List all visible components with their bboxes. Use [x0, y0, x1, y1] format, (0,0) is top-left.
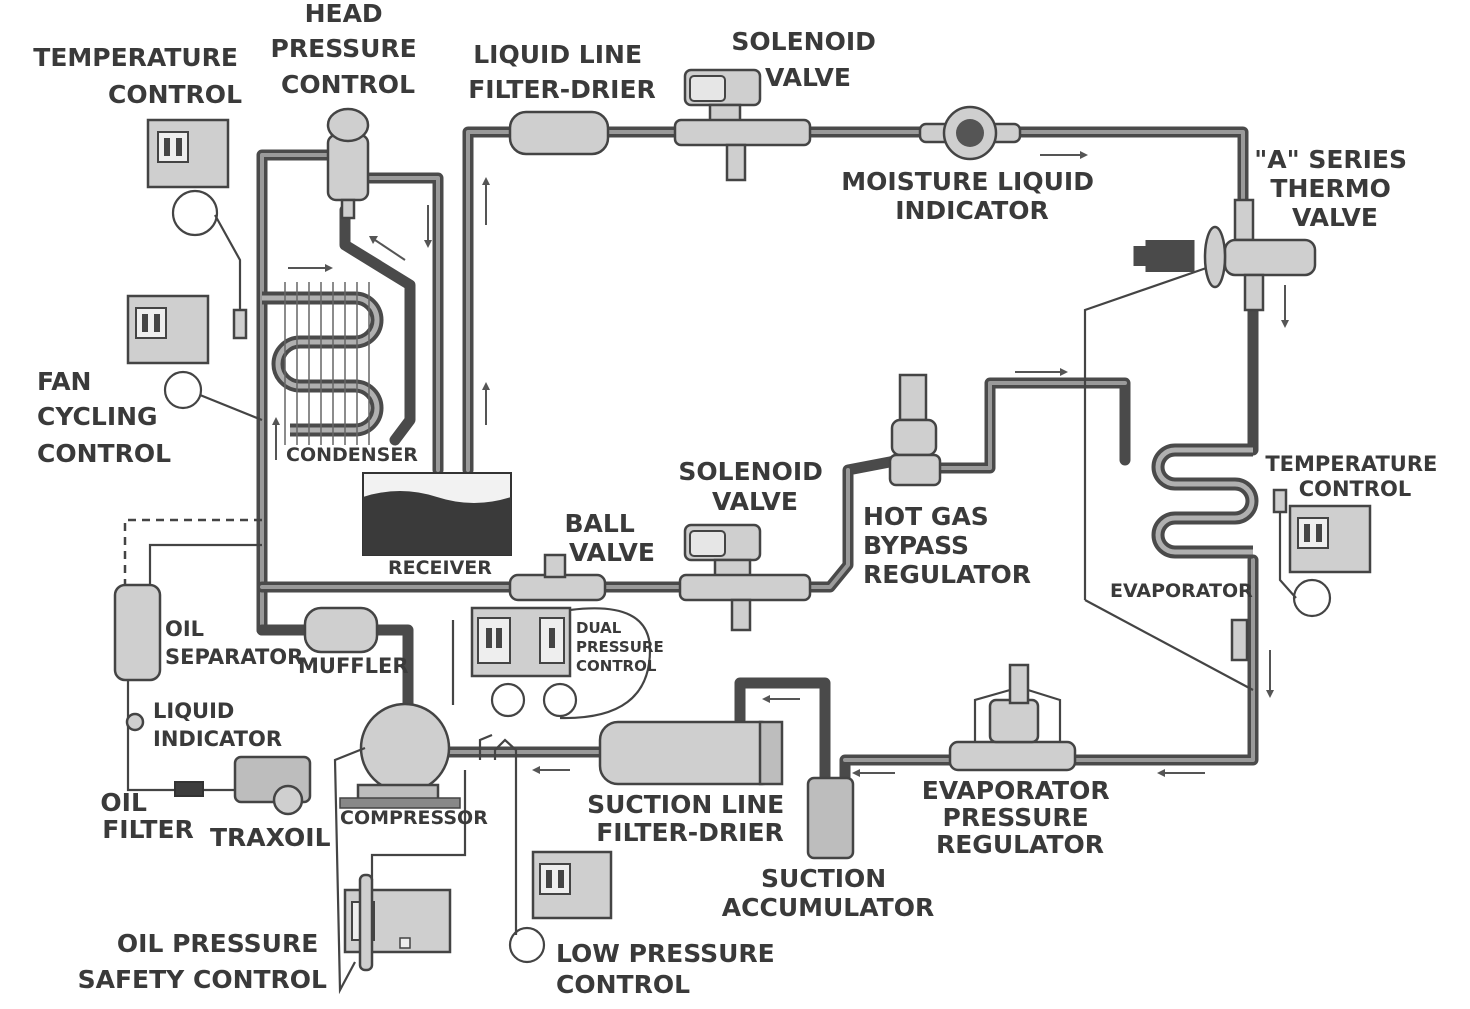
receiver-tank [362, 472, 512, 556]
label-evaporator-pressure-regulator: EVAPORATOR PRESSURE REGULATOR [922, 776, 1119, 859]
label-solenoid-valve-middle: SOLENOID VALVE [678, 457, 831, 516]
oil-filter [174, 781, 204, 797]
fan-cycling-control-box [126, 294, 263, 422]
label-suction-line-filter-drier: SUCTION LINE FILTER-DRIER [587, 790, 793, 847]
label-compressor: COMPRESSOR [340, 807, 488, 829]
label-fan-cycling-control: FAN CYCLING CONTROL [37, 367, 171, 468]
label-oil-filter: OIL FILTER [100, 788, 193, 844]
refrigerant-piping [123, 126, 1259, 792]
label-ball-valve: BALL VALVE [565, 509, 655, 567]
label-traxoil: TRAXOIL [210, 823, 331, 852]
label-condenser: CONDENSER [286, 444, 418, 466]
label-moisture-liquid-indicator: MOISTURE LIQUID INDICATOR [841, 167, 1102, 225]
suction-line-filter-drier [598, 720, 784, 786]
label-temperature-control-top: TEMPERATURE CONTROL [33, 43, 246, 109]
label-a-series-thermo-valve: "A" SERIES THERMO VALVE [1254, 145, 1416, 232]
ball-valve [508, 553, 607, 602]
label-liquid-indicator: LIQUID INDICATOR [153, 699, 282, 751]
label-suction-accumulator: SUCTION ACCUMULATOR [722, 864, 934, 922]
condenser [262, 282, 384, 445]
moisture-liquid-indicator [918, 105, 1022, 161]
label-receiver: RECEIVER [388, 557, 492, 579]
label-oil-pressure-safety-control: OIL PRESSURE SAFETY CONTROL [78, 929, 327, 994]
liquid-indicator [125, 712, 145, 732]
oil-pressure-safety-control-box [333, 746, 467, 995]
solenoid-valve-middle [678, 523, 812, 632]
label-dual-pressure-control: DUAL PRESSURE CONTROL [576, 619, 669, 675]
label-hot-gas-bypass-regulator: HOT GAS BYPASS REGULATOR [863, 502, 1031, 589]
muffler [303, 606, 379, 654]
label-evaporator: EVAPORATOR [1110, 580, 1253, 602]
head-pressure-control-valve [326, 107, 370, 220]
compressor [339, 702, 461, 809]
label-low-pressure-control: LOW PRESSURE CONTROL [556, 939, 783, 999]
temperature-control-right-box [1272, 488, 1372, 618]
dual-pressure-control-box [451, 606, 652, 720]
label-temperature-control-right: TEMPERATURE CONTROL [1265, 452, 1444, 501]
temperature-control-top-box [146, 118, 248, 340]
low-pressure-control-box [478, 733, 613, 964]
label-muffler: MUFFLER [298, 654, 409, 678]
thermo-expansion-valve [1133, 198, 1317, 312]
hot-gas-bypass-regulator [888, 373, 942, 487]
flow-arrows [272, 151, 1289, 777]
suction-accumulator [806, 776, 855, 860]
evaporator [1083, 235, 1259, 691]
label-head-pressure-control: HEAD PRESSURE CONTROL [271, 0, 426, 99]
evaporator-pressure-regulator [948, 663, 1077, 772]
solenoid-valve-top [673, 68, 812, 182]
liquid-line-filter-drier [508, 110, 610, 156]
oil-separator [113, 583, 162, 682]
traxoil-unit [233, 755, 312, 816]
label-solenoid-valve-top: SOLENOID VALVE [731, 27, 884, 92]
component-labels: TEMPERATURE CONTROL HEAD PRESSURE CONTRO… [33, 0, 1444, 999]
label-liquid-line-filter-drier: LIQUID LINE FILTER-DRIER [468, 40, 656, 104]
label-oil-separator: OIL SEPARATOR [165, 617, 303, 669]
